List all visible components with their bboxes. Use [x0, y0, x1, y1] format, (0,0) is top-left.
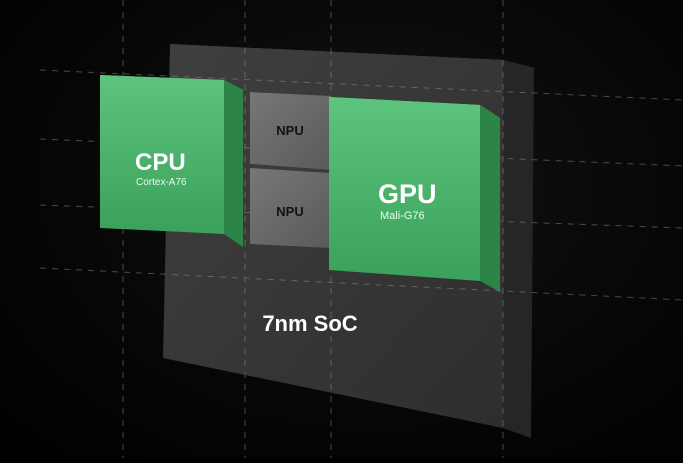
cpu-block: CPU Cortex-A76 — [100, 75, 243, 247]
gpu-side-face — [480, 105, 500, 292]
soc-label: 7nm SoC — [262, 311, 357, 336]
npu-top-label: NPU — [276, 123, 303, 138]
gpu-subtitle: Mali-G76 — [380, 210, 425, 222]
soc-side-face — [503, 60, 534, 438]
cpu-side-face — [224, 80, 243, 247]
cpu-title: CPU — [135, 149, 186, 176]
npu-bottom-block: NPU — [250, 168, 331, 248]
npu-top-block: NPU — [250, 92, 331, 173]
gpu-block: GPU Mali-G76 — [329, 97, 500, 292]
cpu-front-face — [100, 75, 224, 234]
npu-bottom-face — [250, 168, 331, 248]
npu-top-face — [250, 92, 331, 170]
gpu-front-face — [329, 97, 480, 281]
gpu-title: GPU — [378, 179, 437, 209]
npu-bottom-label: NPU — [276, 204, 303, 219]
cpu-subtitle: Cortex-A76 — [136, 177, 187, 188]
npu-top-edge — [250, 164, 331, 173]
